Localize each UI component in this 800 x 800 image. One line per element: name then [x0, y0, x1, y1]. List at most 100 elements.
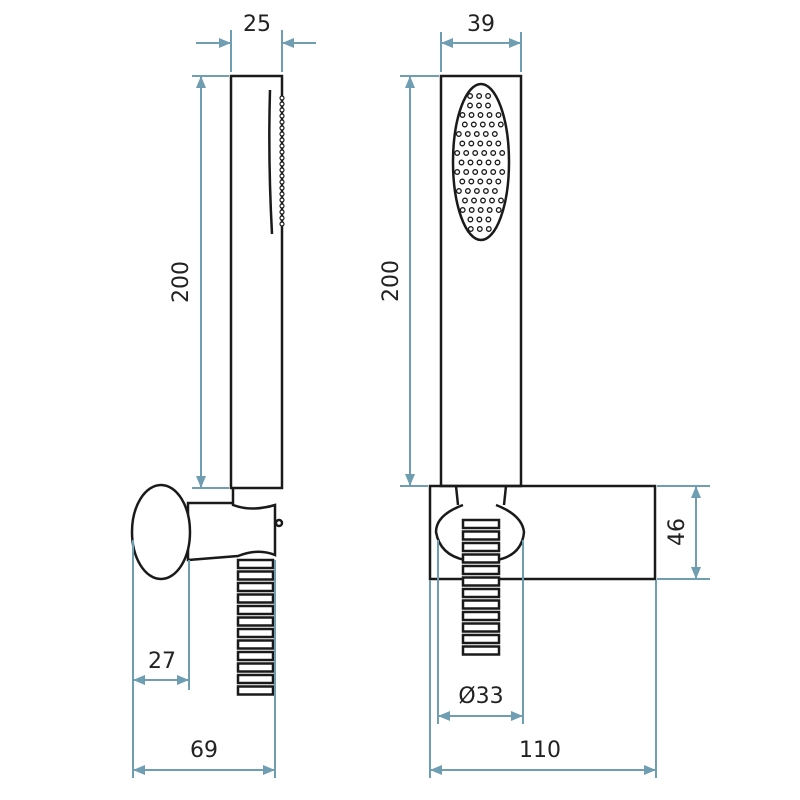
nozzle-dot [464, 131, 471, 137]
nozzle-dot [279, 191, 285, 197]
nozzle-dot [471, 197, 477, 204]
dim-front-height: 200 [379, 260, 404, 302]
hose-ring [236, 639, 275, 650]
nozzle-dot [461, 121, 468, 128]
nozzle-dot [455, 188, 462, 194]
nozzle-dot [279, 161, 285, 167]
nozzle-dot [486, 178, 493, 185]
hose-ring [461, 564, 501, 576]
nozzle-dot [468, 112, 475, 118]
nozzle-dot [485, 102, 491, 109]
nozzle-dot [279, 203, 285, 209]
dim-hose-diameter: Ø33 [458, 684, 503, 709]
hose-ring [236, 570, 275, 581]
nozzle-dot [485, 216, 492, 223]
nozzle-dot [454, 150, 461, 156]
nozzle-dot [470, 121, 477, 128]
nozzle-dot [490, 169, 497, 175]
hose-ring [236, 558, 275, 570]
nozzle-dot [459, 112, 466, 118]
nozzle-dot [476, 102, 482, 109]
nozzle-dot [279, 197, 285, 203]
nozzle-dot [459, 207, 466, 213]
nozzle-dot [482, 188, 489, 194]
side-handle [229, 74, 284, 490]
nozzle-dot [468, 178, 475, 185]
nozzle-dot [498, 197, 504, 204]
dim-knob-depth: 27 [148, 649, 176, 674]
nozzle-dot [497, 121, 504, 128]
nozzle-dot [279, 137, 285, 143]
hose-ring [236, 685, 275, 696]
dim-bracket-height: 46 [665, 518, 690, 546]
front-spray-face [451, 82, 511, 242]
nozzle-dot [279, 215, 285, 221]
front-hose [461, 518, 501, 656]
nozzle-dot [488, 121, 495, 128]
nozzle-dot [477, 140, 484, 147]
bracket-neck [454, 485, 508, 506]
front-nozzles [454, 93, 506, 232]
nozzle-dot [495, 112, 502, 118]
hose-ring [236, 604, 275, 616]
dimension-labels: 25 39 200 200 46 27 Ø33 69 110 [148, 12, 690, 763]
hose-ring [461, 645, 501, 656]
nozzle-dot [473, 188, 480, 194]
dim-side-width: 25 [243, 12, 271, 37]
nozzle-dot [279, 209, 285, 215]
nozzle-dot [468, 207, 475, 213]
nozzle-dot [499, 169, 506, 175]
nozzle-dot [467, 93, 474, 99]
nozzle-dot [279, 155, 285, 161]
dim-bracket-width: 110 [519, 738, 561, 763]
nozzle-dot [279, 113, 285, 119]
nozzle-dot [472, 169, 479, 175]
nozzle-dot [485, 226, 492, 232]
hose-ring [236, 593, 275, 604]
nozzle-dot [279, 221, 285, 227]
hose-ring [236, 616, 275, 627]
nozzle-dot [472, 150, 479, 156]
side-screw [274, 518, 284, 528]
dim-front-width: 39 [467, 12, 495, 37]
hose-ring [236, 581, 275, 593]
front-handle [439, 74, 523, 488]
nozzle-dot [482, 131, 489, 137]
hose-ring [236, 673, 275, 685]
nozzle-dot [279, 179, 285, 185]
nozzle-dot [279, 101, 285, 107]
nozzle-dot [486, 140, 493, 147]
nozzle-dot [279, 173, 285, 179]
nozzle-dot [490, 150, 497, 156]
nozzle-dot [279, 167, 285, 173]
side-hose [236, 558, 275, 696]
side-nozzles [279, 95, 285, 227]
nozzle-dot [495, 140, 502, 147]
nozzle-dot [279, 107, 285, 113]
wall-bracket [428, 484, 657, 581]
hose-ring [461, 599, 501, 610]
nozzle-dot [454, 169, 461, 175]
hose-ring [461, 587, 501, 599]
nozzle-dot [491, 131, 498, 137]
nozzle-dot [485, 159, 492, 166]
nozzle-dot [279, 125, 285, 131]
nozzle-dot [279, 149, 285, 155]
nozzle-dot [467, 226, 474, 232]
nozzle-dot [476, 226, 483, 232]
hose-ring [461, 622, 501, 633]
nozzle-dot [279, 95, 285, 101]
side-spray-face [268, 89, 274, 235]
nozzle-dot [463, 150, 470, 156]
dim-side-depth: 69 [190, 738, 218, 763]
hose-ring [461, 541, 501, 553]
nozzle-dot [476, 159, 483, 166]
nozzle-dot [481, 150, 488, 156]
nozzle-dot [279, 131, 285, 137]
nozzle-dot [486, 207, 493, 213]
nozzle-dot [486, 112, 493, 118]
side-wall-knob [130, 483, 192, 581]
nozzle-dot [279, 143, 285, 149]
hose-ring [236, 627, 275, 639]
